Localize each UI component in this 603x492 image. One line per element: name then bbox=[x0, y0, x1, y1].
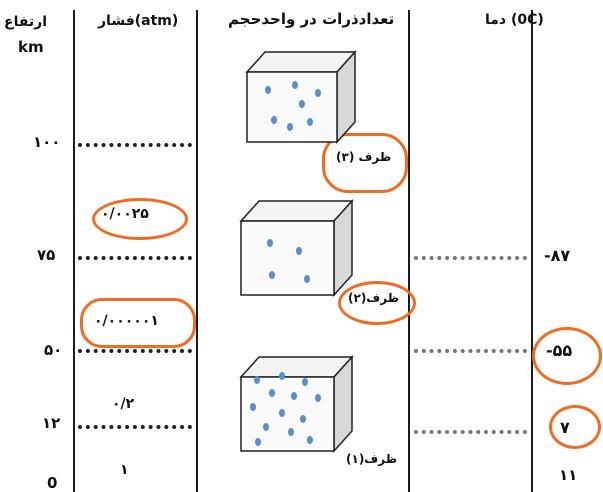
level-line-50 bbox=[78, 349, 192, 353]
particles-column-divider bbox=[408, 10, 410, 492]
pressure-value-0km: ۱ bbox=[120, 462, 129, 478]
container-2-particles bbox=[267, 239, 310, 283]
pressure-column-divider bbox=[196, 10, 198, 492]
pressure-value-12km: ۰/۲ bbox=[112, 396, 135, 412]
altitude-column-divider bbox=[73, 10, 75, 492]
temperature-value-75km: -۸۷ bbox=[544, 246, 571, 265]
pressure-header: فشار(atm) bbox=[98, 13, 179, 29]
container-3-cube bbox=[245, 50, 357, 144]
altitude-unit: km bbox=[18, 38, 44, 56]
temperature-12km-highlight bbox=[549, 405, 601, 449]
pressure-75km-highlight bbox=[92, 198, 188, 240]
pressure-value-50km: ۰/۰۰۰۰۰۱ bbox=[94, 313, 159, 329]
temp-level-line-75 bbox=[414, 256, 527, 260]
temp-level-line-12 bbox=[414, 430, 527, 434]
container-1-label: ظرف(۱) bbox=[346, 452, 398, 466]
temperature-value-0km: ۱۱ bbox=[559, 466, 578, 484]
altitude-header: ارتفاع bbox=[4, 14, 48, 30]
altitude-tick-50: ۵۰ bbox=[44, 341, 63, 359]
level-line-12 bbox=[78, 425, 192, 429]
container-3-particles bbox=[265, 81, 321, 131]
container-3-label: ظرف (۳) bbox=[336, 150, 392, 164]
temperature-column-divider bbox=[531, 10, 533, 492]
level-line-100 bbox=[78, 143, 192, 147]
altitude-tick-100: ۱۰۰ bbox=[33, 133, 61, 151]
container-2-label: ظرف(۲) bbox=[348, 291, 400, 305]
level-line-75 bbox=[78, 256, 192, 260]
altitude-tick-12: ۱۲ bbox=[42, 414, 61, 432]
container-2-cube bbox=[239, 199, 354, 297]
particles-header: تعدادذرات در واحدحجم bbox=[228, 10, 395, 28]
container-3-highlight bbox=[322, 133, 408, 193]
container-1-cube bbox=[239, 355, 354, 453]
temperature-50km-highlight bbox=[532, 327, 602, 385]
container-1-particles bbox=[250, 372, 321, 446]
container-2-highlight bbox=[338, 281, 416, 325]
altitude-tick-0: 0 bbox=[47, 474, 58, 492]
temp-level-line-50 bbox=[414, 349, 527, 353]
pressure-50km-highlight bbox=[80, 298, 196, 348]
temperature-header: دما (0C) bbox=[485, 12, 544, 28]
altitude-tick-75: ۷۵ bbox=[37, 246, 56, 264]
